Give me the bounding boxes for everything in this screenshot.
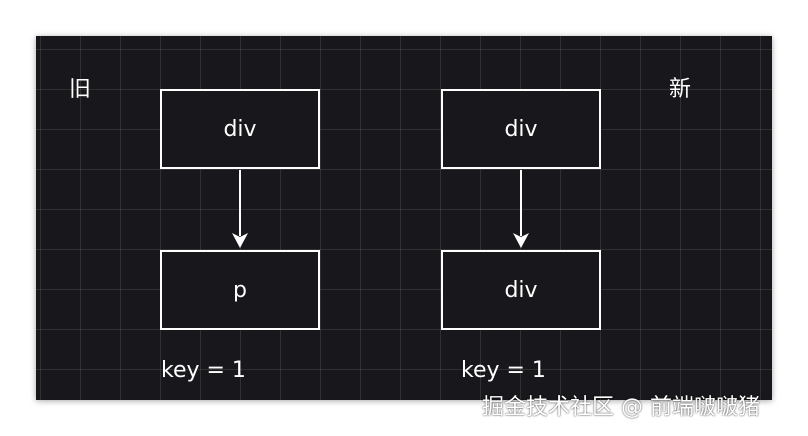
old-label: 旧 xyxy=(69,77,92,102)
watermark-text: 掘金技术社区 @ 前端啵啵猪 xyxy=(482,395,760,420)
new-label: 新 xyxy=(669,77,692,102)
old-child-node: p xyxy=(160,250,320,330)
new-child-node: div xyxy=(441,250,601,330)
old-tree-arrowhead xyxy=(232,233,248,248)
old-tree-key: key = 1 xyxy=(161,358,246,383)
old-parent-node: div xyxy=(160,89,320,169)
new-tree-edge xyxy=(513,170,529,248)
new-tree-arrowhead xyxy=(513,233,529,248)
new-parent-node: div xyxy=(441,89,601,169)
new-tree-key: key = 1 xyxy=(461,358,546,383)
old-tree-edge xyxy=(232,170,248,248)
diagram-canvas xyxy=(36,36,772,400)
